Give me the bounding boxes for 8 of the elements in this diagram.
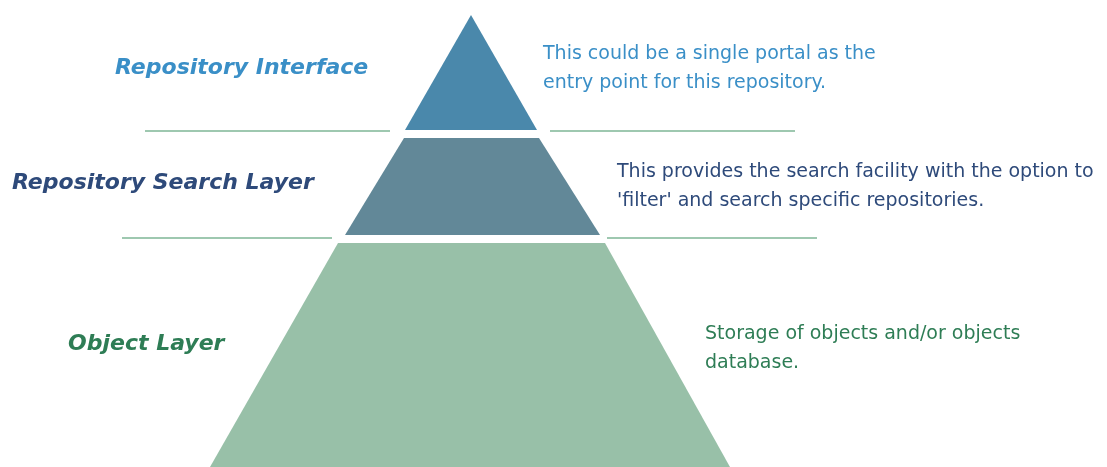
layer-title: Repository Search Layer [12,169,314,194]
layer-title: Object Layer [68,330,225,355]
triangle-layer [405,15,537,130]
layer-description: This could be a single portal as the entry point for this repository. [543,40,877,94]
layer-description: This provides the search facility with the option to 'filter' and search specific repositories. [617,158,1095,212]
layer-title: Repository Interface [115,54,369,79]
layer-description: Storage of objects and/or objects database. [705,320,1022,374]
trapezoid-layer [345,138,600,235]
